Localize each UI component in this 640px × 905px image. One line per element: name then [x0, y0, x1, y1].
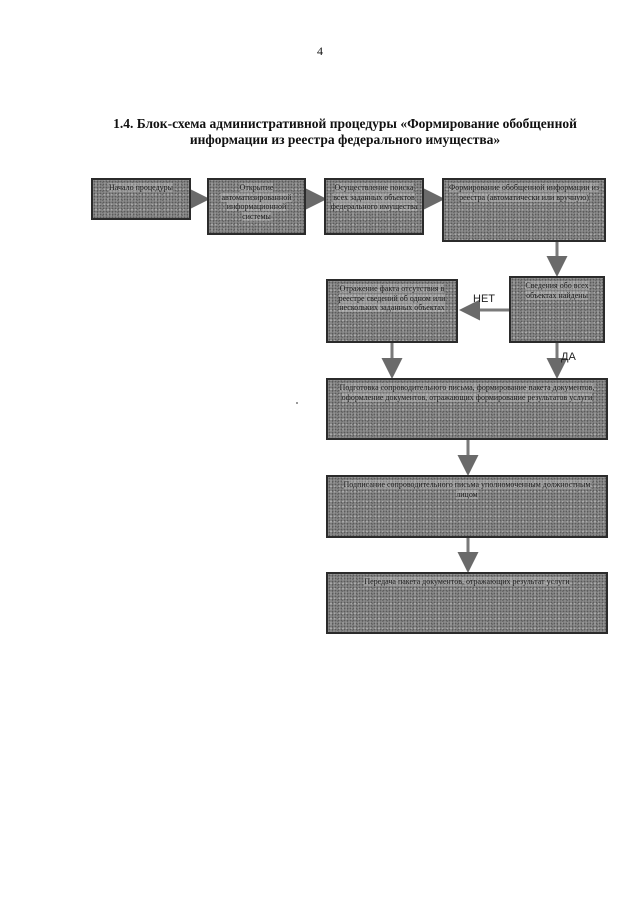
box-formation: Формирование обобщенной информации из ре… [442, 178, 606, 242]
box-transfer-text: Передача пакета документов, отражающих р… [364, 577, 570, 586]
page-title: 1.4. Блок-схема административной процеду… [113, 116, 577, 147]
box-all-found-text: Сведения обо всех объектах найдены [525, 281, 589, 300]
box-search-text: Осуществление поиска всех заданных объек… [330, 183, 418, 211]
box-sign-letter: Подписание сопроводительного письма упол… [326, 475, 608, 538]
box-start: Начало процедуры [91, 178, 191, 220]
box-search: Осуществление поиска всех заданных объек… [324, 178, 424, 235]
box-prepare-letter-text: Подготовка сопроводительного письма, фор… [339, 383, 595, 402]
box-open-system: Открытие автоматизированной информационн… [207, 178, 306, 235]
box-sign-letter-text: Подписание сопроводительного письма упол… [343, 480, 591, 499]
box-open-system-text: Открытие автоматизированной информационн… [221, 183, 292, 221]
box-absence-text: Отражение факта отсутствия в реестре све… [338, 284, 446, 312]
box-absence: Отражение факта отсутствия в реестре све… [326, 279, 458, 343]
box-all-found: Сведения обо всех объектах найдены [509, 276, 605, 343]
box-prepare-letter: Подготовка сопроводительного письма, фор… [326, 378, 608, 440]
scan-speck [296, 402, 298, 404]
box-transfer: Передача пакета документов, отражающих р… [326, 572, 608, 634]
page-number: 4 [317, 44, 323, 58]
label-no: НЕТ [473, 293, 495, 305]
label-yes: ДА [561, 351, 576, 363]
box-start-text: Начало процедуры [108, 183, 174, 192]
box-formation-text: Формирование обобщенной информации из ре… [448, 183, 600, 202]
